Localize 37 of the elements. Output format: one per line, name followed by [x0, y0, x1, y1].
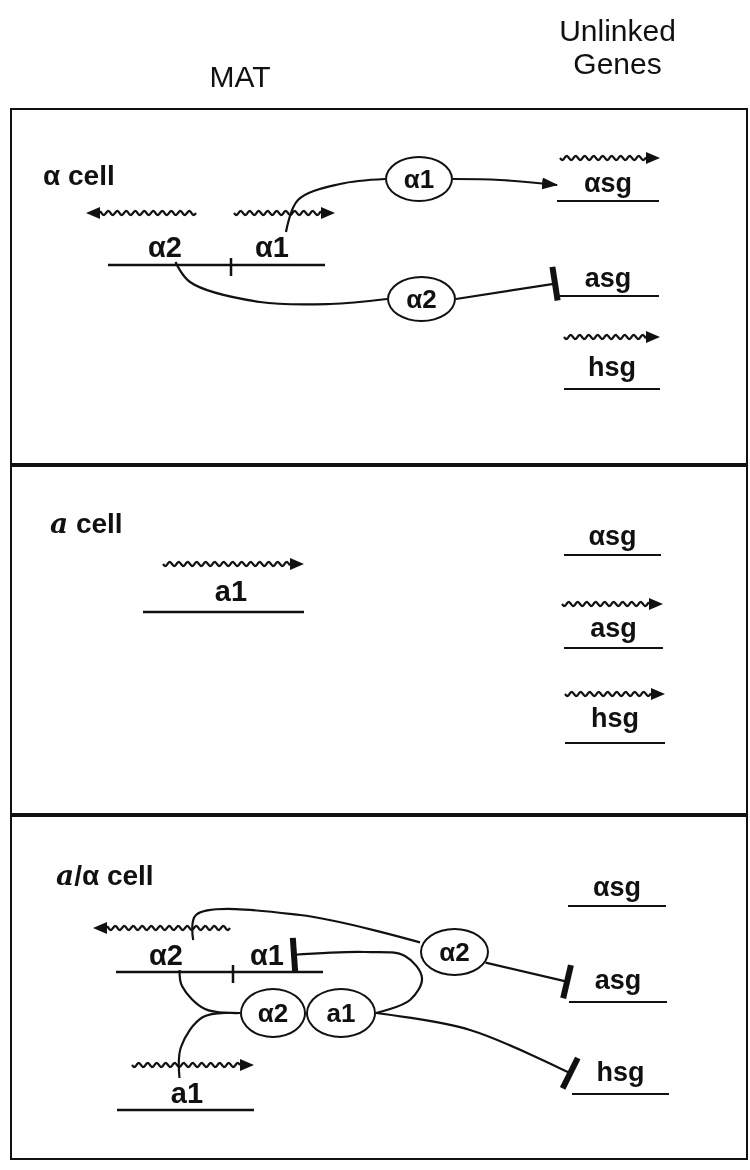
gene-label: α2 [132, 940, 200, 970]
regulation-connector [485, 961, 574, 999]
regulation-connector [191, 907, 421, 944]
cell-panel [10, 815, 748, 1160]
gene-label: α1 [242, 940, 292, 970]
protein-ellipse: α1 [385, 156, 453, 202]
target-gene-label: hsg [565, 703, 665, 744]
target-gene-label: hsg [572, 1057, 669, 1095]
cell-type-heading: α cell [43, 162, 115, 190]
cell-panel [10, 108, 748, 465]
cell-type-heading: a cell [50, 510, 123, 538]
target-gene-label: αsg [557, 168, 659, 202]
gene-label: a1 [162, 1078, 212, 1110]
target-gene-label: asg [569, 965, 667, 1003]
protein-ellipse: α2 [420, 928, 489, 976]
target-gene-label: αsg [568, 872, 666, 907]
target-gene-label: αsg [564, 521, 661, 556]
cell-panel [10, 465, 748, 815]
target-gene-label: hsg [564, 352, 660, 390]
regulation-connector [455, 266, 561, 301]
regulation-connector [375, 1011, 581, 1090]
gene-label: α1 [244, 232, 300, 262]
regulation-connector [289, 937, 424, 1015]
gene-label: a1 [205, 576, 257, 608]
regulation-connector [284, 177, 386, 233]
protein-ellipse: a1 [306, 988, 376, 1038]
column-header: MAT [208, 60, 272, 93]
regulation-connector [453, 177, 558, 190]
protein-ellipse: α2 [387, 276, 456, 322]
target-gene-label: asg [564, 613, 663, 649]
target-gene-label: asg [557, 263, 659, 297]
protein-ellipse: α2 [240, 988, 306, 1038]
gene-label: α2 [130, 232, 200, 262]
cell-type-heading: a/α cell [56, 862, 154, 890]
column-header: Unlinked Genes [558, 14, 677, 80]
regulation-connector [177, 1011, 241, 1079]
regulation-connector [174, 261, 388, 306]
